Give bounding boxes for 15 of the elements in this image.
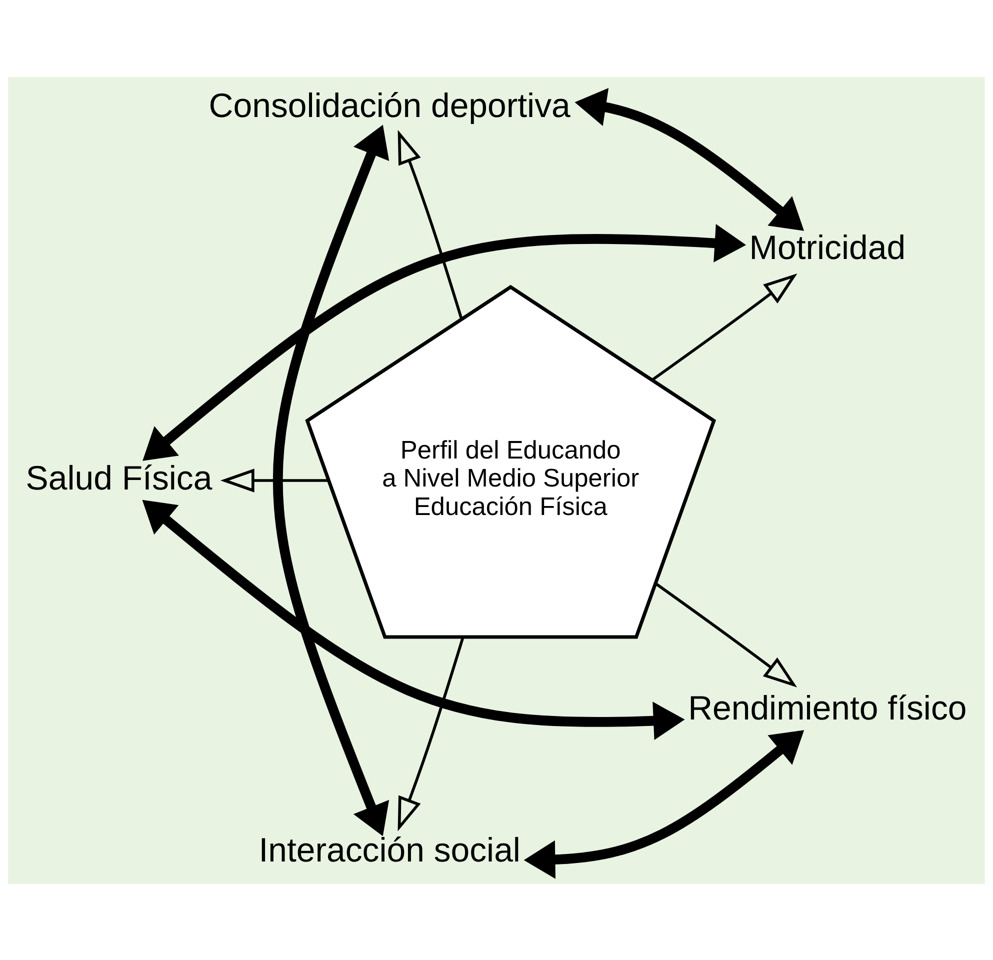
node-text: Interacción social: [258, 831, 520, 870]
arrow: [398, 129, 463, 320]
node-text: Salud Física: [26, 458, 212, 497]
node-text: Motricidad: [749, 228, 906, 267]
arrow: [654, 582, 798, 687]
arrow: [142, 223, 746, 460]
arrow: [142, 499, 685, 740]
arrow: [398, 636, 464, 831]
arrow: [220, 468, 329, 492]
arrow: [574, 87, 804, 230]
node-text: Rendimiento físico: [688, 688, 967, 727]
node-text: Consolidación deportiva: [208, 86, 570, 124]
arrow: [651, 272, 798, 381]
arrow: [273, 124, 390, 836]
arrow: [524, 730, 804, 878]
